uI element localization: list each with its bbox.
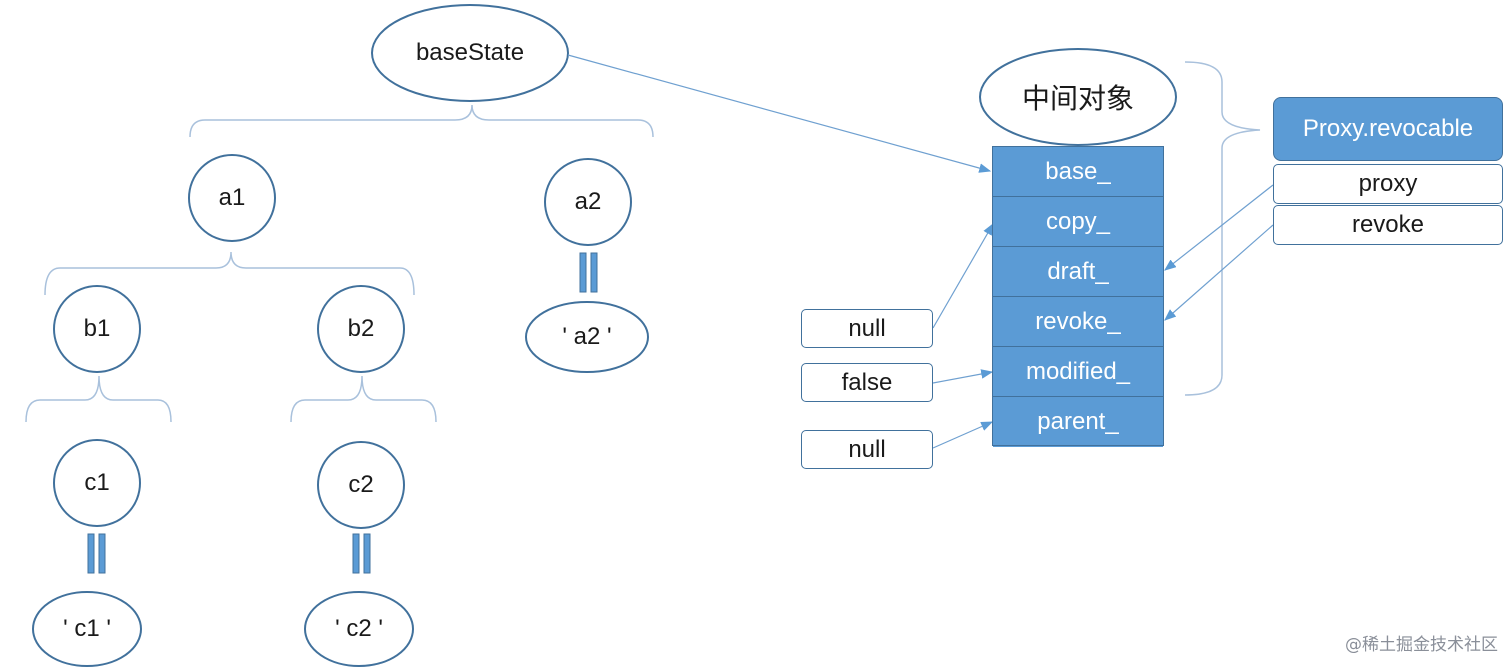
field-divider bbox=[993, 396, 1163, 397]
node-b1 bbox=[53, 285, 141, 373]
field-revoke: revoke_ bbox=[993, 297, 1163, 347]
node-c1-value bbox=[32, 591, 142, 667]
node-a2-value bbox=[525, 301, 649, 373]
intermediate-fields-box bbox=[992, 146, 1164, 446]
field-base: base_ bbox=[993, 147, 1163, 197]
value-parent-null: null bbox=[801, 430, 933, 469]
label-a1: a1 bbox=[218, 184, 246, 211]
field-divider bbox=[993, 196, 1163, 197]
arrow-basestate-to-base bbox=[567, 54, 992, 173]
label-a2-value: ' a2 ' bbox=[562, 323, 612, 350]
arrow-false-to-modified bbox=[932, 369, 994, 384]
node-a2 bbox=[544, 158, 632, 246]
label-basestate: baseState bbox=[415, 39, 525, 66]
label-c1: c1 bbox=[84, 469, 110, 496]
value-modified-false: false bbox=[801, 363, 933, 402]
brace-intermediate bbox=[1184, 61, 1261, 396]
proxy-revocable-box: Proxy.revocable bbox=[1273, 97, 1503, 161]
node-basestate bbox=[371, 4, 569, 102]
label-intermediate: 中间对象 bbox=[1021, 82, 1135, 115]
brace-b2 bbox=[290, 375, 437, 423]
equals-a2 bbox=[579, 252, 598, 293]
field-divider bbox=[993, 296, 1163, 297]
node-b2 bbox=[317, 285, 405, 373]
field-parent: parent_ bbox=[993, 397, 1163, 447]
arrow-null-to-copy bbox=[932, 222, 994, 329]
field-divider bbox=[993, 246, 1163, 247]
equals-c2 bbox=[352, 533, 371, 574]
brace-a1 bbox=[44, 251, 415, 296]
field-copy: copy_ bbox=[993, 197, 1163, 247]
equals-c1 bbox=[87, 533, 106, 574]
arrow-revoke-to-revoke bbox=[1164, 224, 1274, 321]
field-draft: draft_ bbox=[993, 247, 1163, 297]
arrow-null-to-parent bbox=[932, 421, 994, 449]
node-a1 bbox=[188, 154, 276, 242]
node-intermediate bbox=[979, 48, 1177, 146]
node-c2 bbox=[317, 441, 405, 529]
label-a2: a2 bbox=[574, 188, 602, 215]
brace-b1 bbox=[25, 375, 172, 423]
watermark: @稀土掘金技术社区 bbox=[1345, 635, 1498, 655]
brace-root bbox=[189, 104, 654, 138]
proxy-item-proxy: proxy bbox=[1273, 164, 1503, 204]
proxy-item-revoke: revoke bbox=[1273, 205, 1503, 245]
label-c1-value: ' c1 ' bbox=[63, 615, 111, 642]
label-c2-value: ' c2 ' bbox=[335, 615, 383, 642]
field-modified: modified_ bbox=[993, 347, 1163, 397]
label-c2: c2 bbox=[348, 471, 374, 498]
arrow-proxy-to-draft bbox=[1164, 184, 1274, 271]
node-c1 bbox=[53, 439, 141, 527]
value-copy-null: null bbox=[801, 309, 933, 348]
label-b1: b1 bbox=[83, 315, 111, 342]
node-c2-value bbox=[304, 591, 414, 667]
field-divider bbox=[993, 346, 1163, 347]
label-b2: b2 bbox=[347, 315, 375, 342]
